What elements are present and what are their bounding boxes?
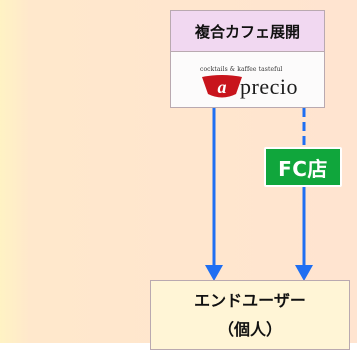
header-label: 複合カフェ展開: [194, 22, 300, 41]
end-user-sublabel: （個人）: [217, 320, 282, 339]
precio-logo: cocktails & kaffee tasteful a precio: [200, 66, 310, 102]
svg-text:a: a: [218, 77, 227, 97]
arrow-logo-to-end-user: [205, 108, 223, 281]
end-user-box: エンドユーザー （個人）: [150, 280, 350, 350]
logo-tagline: cocktails & kaffee tasteful: [200, 66, 283, 73]
arrow-fc-to-end-user: [295, 108, 313, 281]
logo-brand-text: precio: [240, 74, 298, 99]
logo-box: [170, 52, 325, 108]
fc-store-badge: FC店: [264, 147, 342, 187]
fc-store-label: FC店: [278, 156, 328, 181]
header-box: 複合カフェ展開: [170, 10, 325, 52]
end-user-label: エンドユーザー: [194, 291, 306, 310]
cup-logo-icon: a: [202, 75, 242, 98]
